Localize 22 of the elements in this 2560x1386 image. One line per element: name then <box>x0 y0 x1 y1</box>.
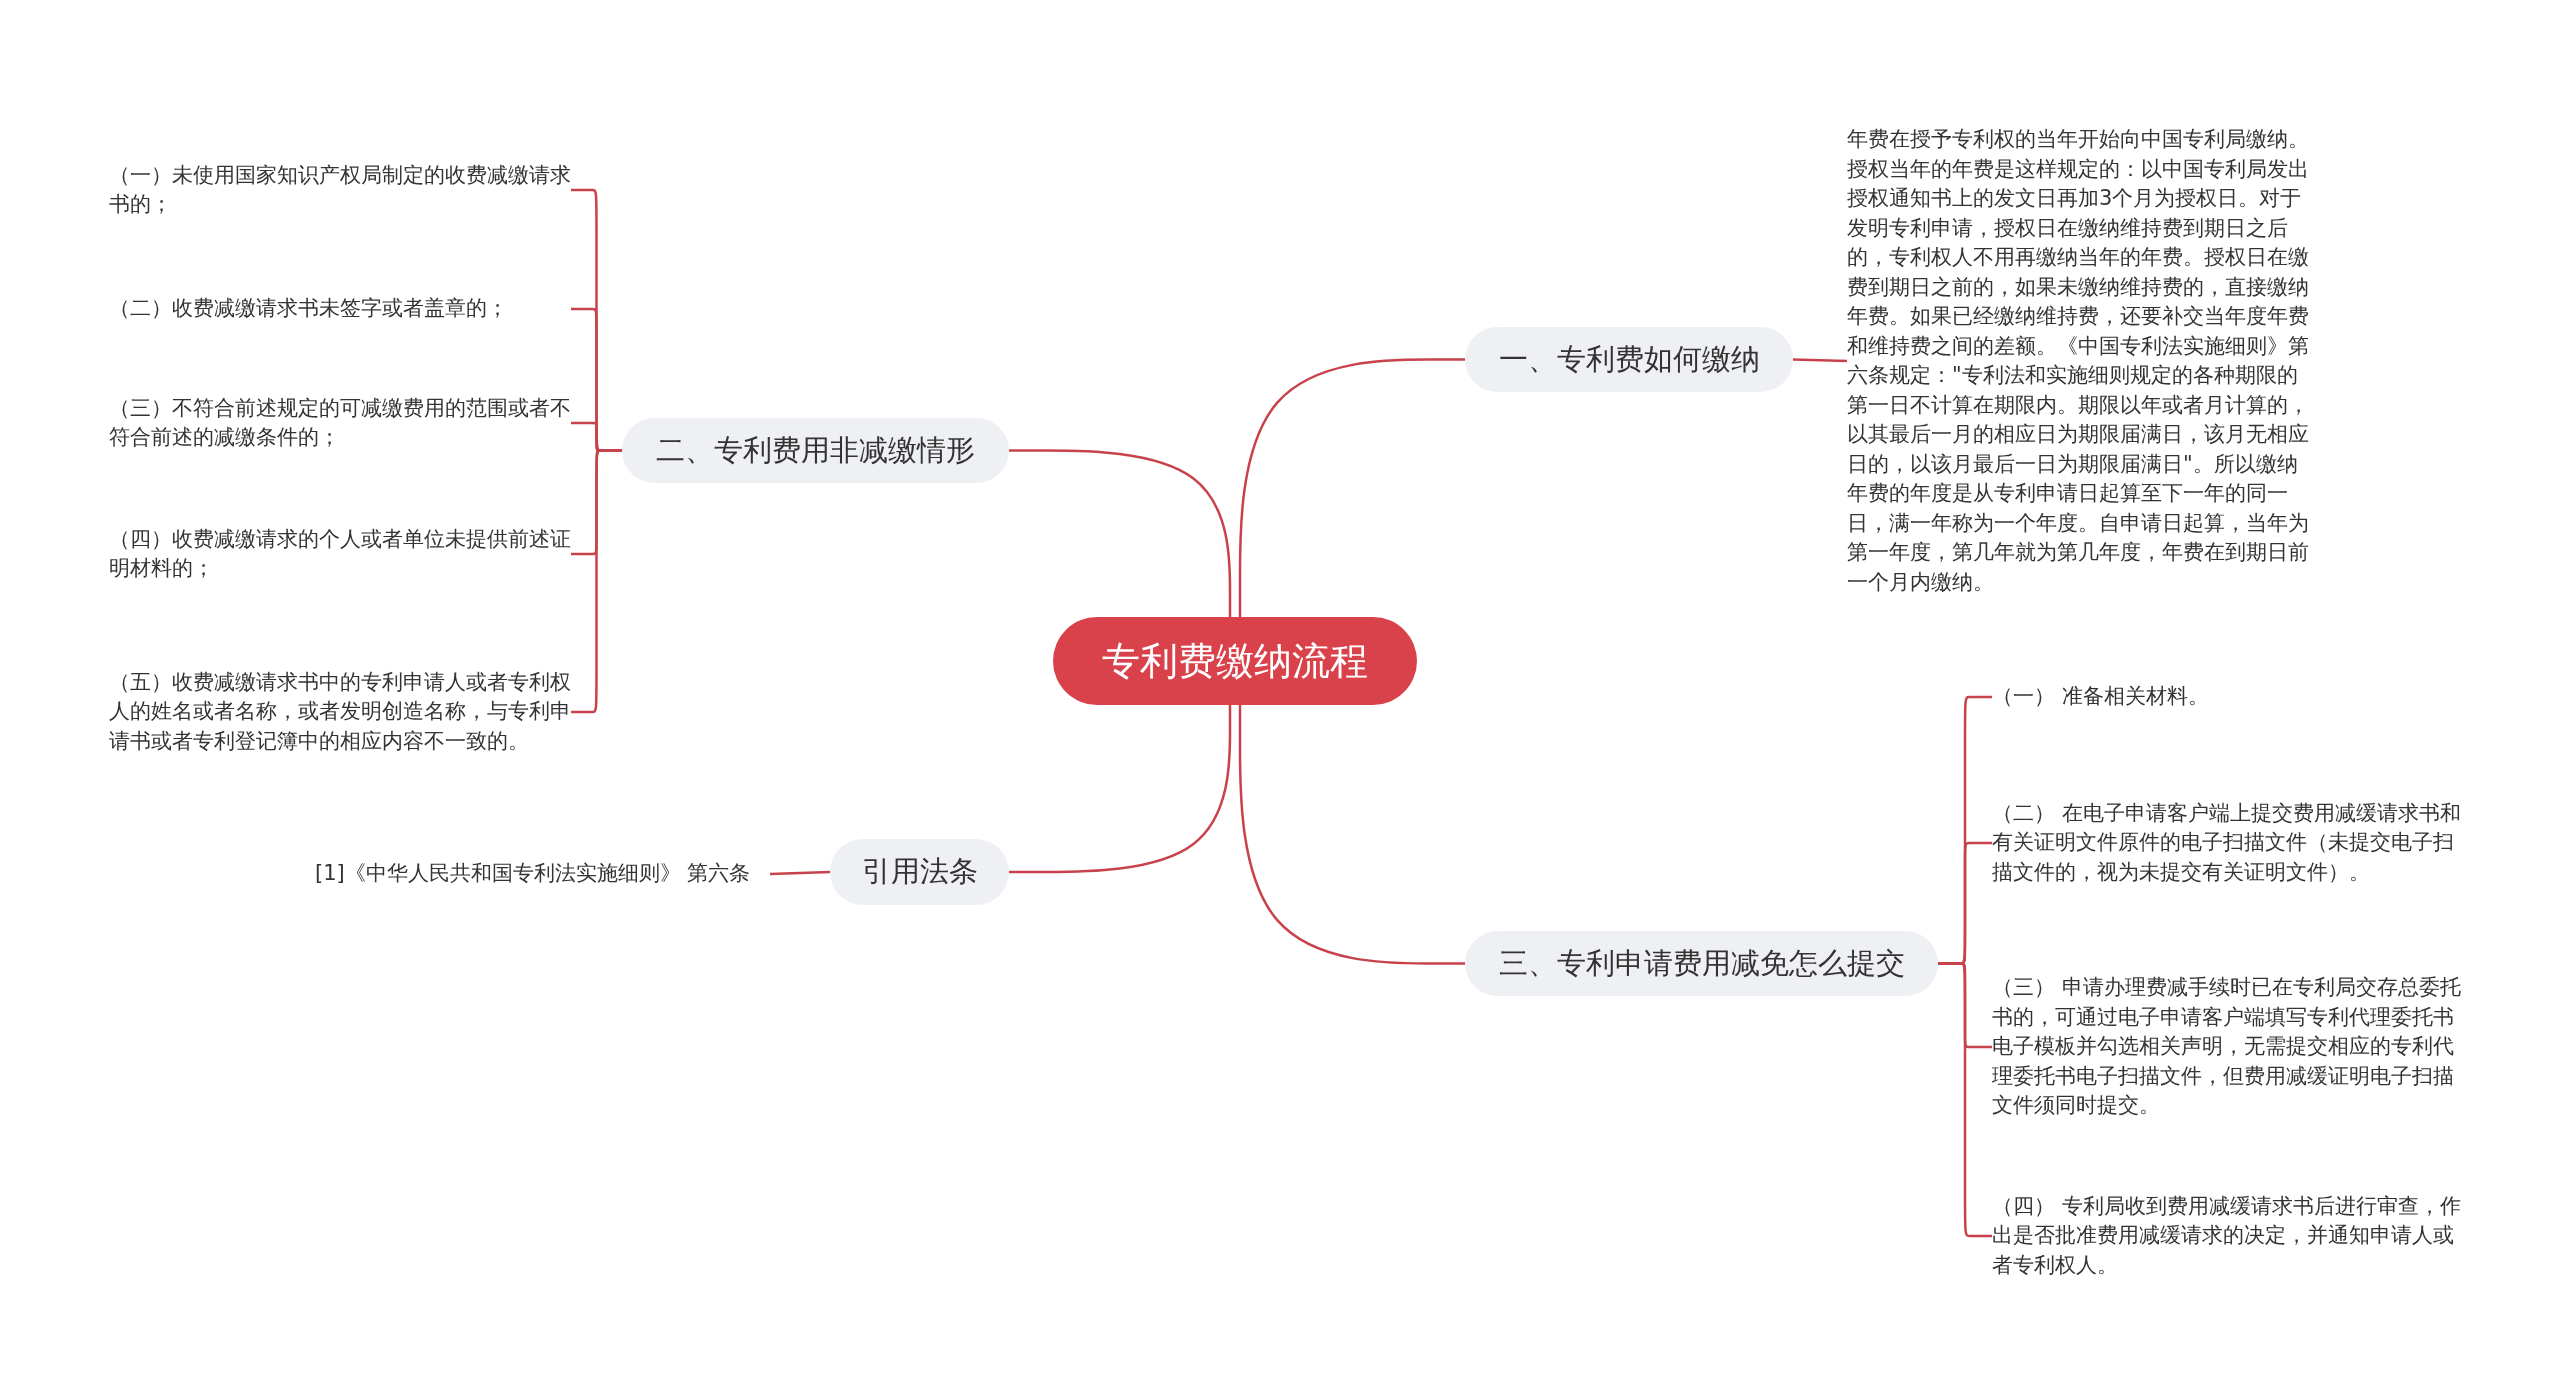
connector-line <box>1792 358 1848 363</box>
note-text: 年费在授予专利权的当年开始向中国专利局缴纳。授权当年的年费是这样规定的：以中国专利局发出授权通知书上的发文日再加3个月为授权日。对于发明专利申请，授权日在缴纳维持费到期日之后的，专利权人不用再缴纳当年的年费。授权日在缴费到期日之前的，如果未缴纳维持费的，直接缴纳年费。如果已经缴纳维持费，还要补交当年度年费和维持费之间的差额。《中国专利法实施细则》第六条规定："专利法和实施细则规定的各种期限的第一日不计算在期限内。期限以年或者月计算的，以其最后一月的相应日为期限届满日，该月无相应日的，以该月最后一日为期限届满日"。所以缴纳年费的年度是从专利申请日起算至下一年的同一日，满一年称为一个年度。自申请日起算，当年为第一年度，第几年就为第几年度，年费在到期日前一个月内缴纳。 <box>1847 126 2310 596</box>
branch-topic: 引用法条 <box>830 839 1009 905</box>
note-text: [1]《中华人民共和国专利法实施细则》 第六条 <box>315 860 751 888</box>
connector-line <box>769 870 831 876</box>
connector-line <box>1009 705 1232 874</box>
connector-line <box>1238 358 1465 617</box>
connector-line <box>1238 705 1465 965</box>
note-text: （三）不符合前述规定的可减缴费用的范围或者不符合前述的减缴条件的； <box>109 394 571 451</box>
connector-line <box>1009 449 1232 617</box>
note-text: （二） 在电子申请客户端上提交费用减缓请求书和有关证明文件原件的电子扫描文件（未提交电子扫描文件的，视为未提交有关证明文件）。 <box>1992 799 2462 886</box>
central-topic: 专利费缴纳流程 <box>1053 617 1417 705</box>
branch-topic: 二、专利费用非减缴情形 <box>622 418 1009 483</box>
note-text: （二）收费减缴请求书未签字或者盖章的； <box>109 295 508 323</box>
note-text: （一） 准备相关材料。 <box>1992 683 2209 711</box>
note-text: （五）收费减缴请求书中的专利申请人或者专利权人的姓名或者名称，或者发明创造名称，与专利申请书或者专利登记簿中的相应内容不一致的。 <box>109 668 571 755</box>
note-text: （一）未使用国家知识产权局制定的收费减缴请求书的； <box>109 161 571 218</box>
branch-topic: 一、专利费如何缴纳 <box>1465 327 1793 392</box>
note-text: （三） 申请办理费减手续时已在专利局交存总委托书的，可通过电子申请客户端填写专利代理委托书电子模板并勾选相关声明，无需提交相应的专利代理委托书电子扫描文件，但费用减缓证明电子扫描文件须同时提交。 <box>1992 974 2462 1120</box>
note-text: （四） 专利局收到费用减缓请求书后进行审查，作出是否批准费用减缓请求的决定，并通知申请人或者专利权人。 <box>1992 1192 2462 1279</box>
branch-topic: 三、专利申请费用减免怎么提交 <box>1465 931 1938 996</box>
note-text: （四）收费减缴请求的个人或者单位未提供前述证明材料的； <box>109 525 571 582</box>
